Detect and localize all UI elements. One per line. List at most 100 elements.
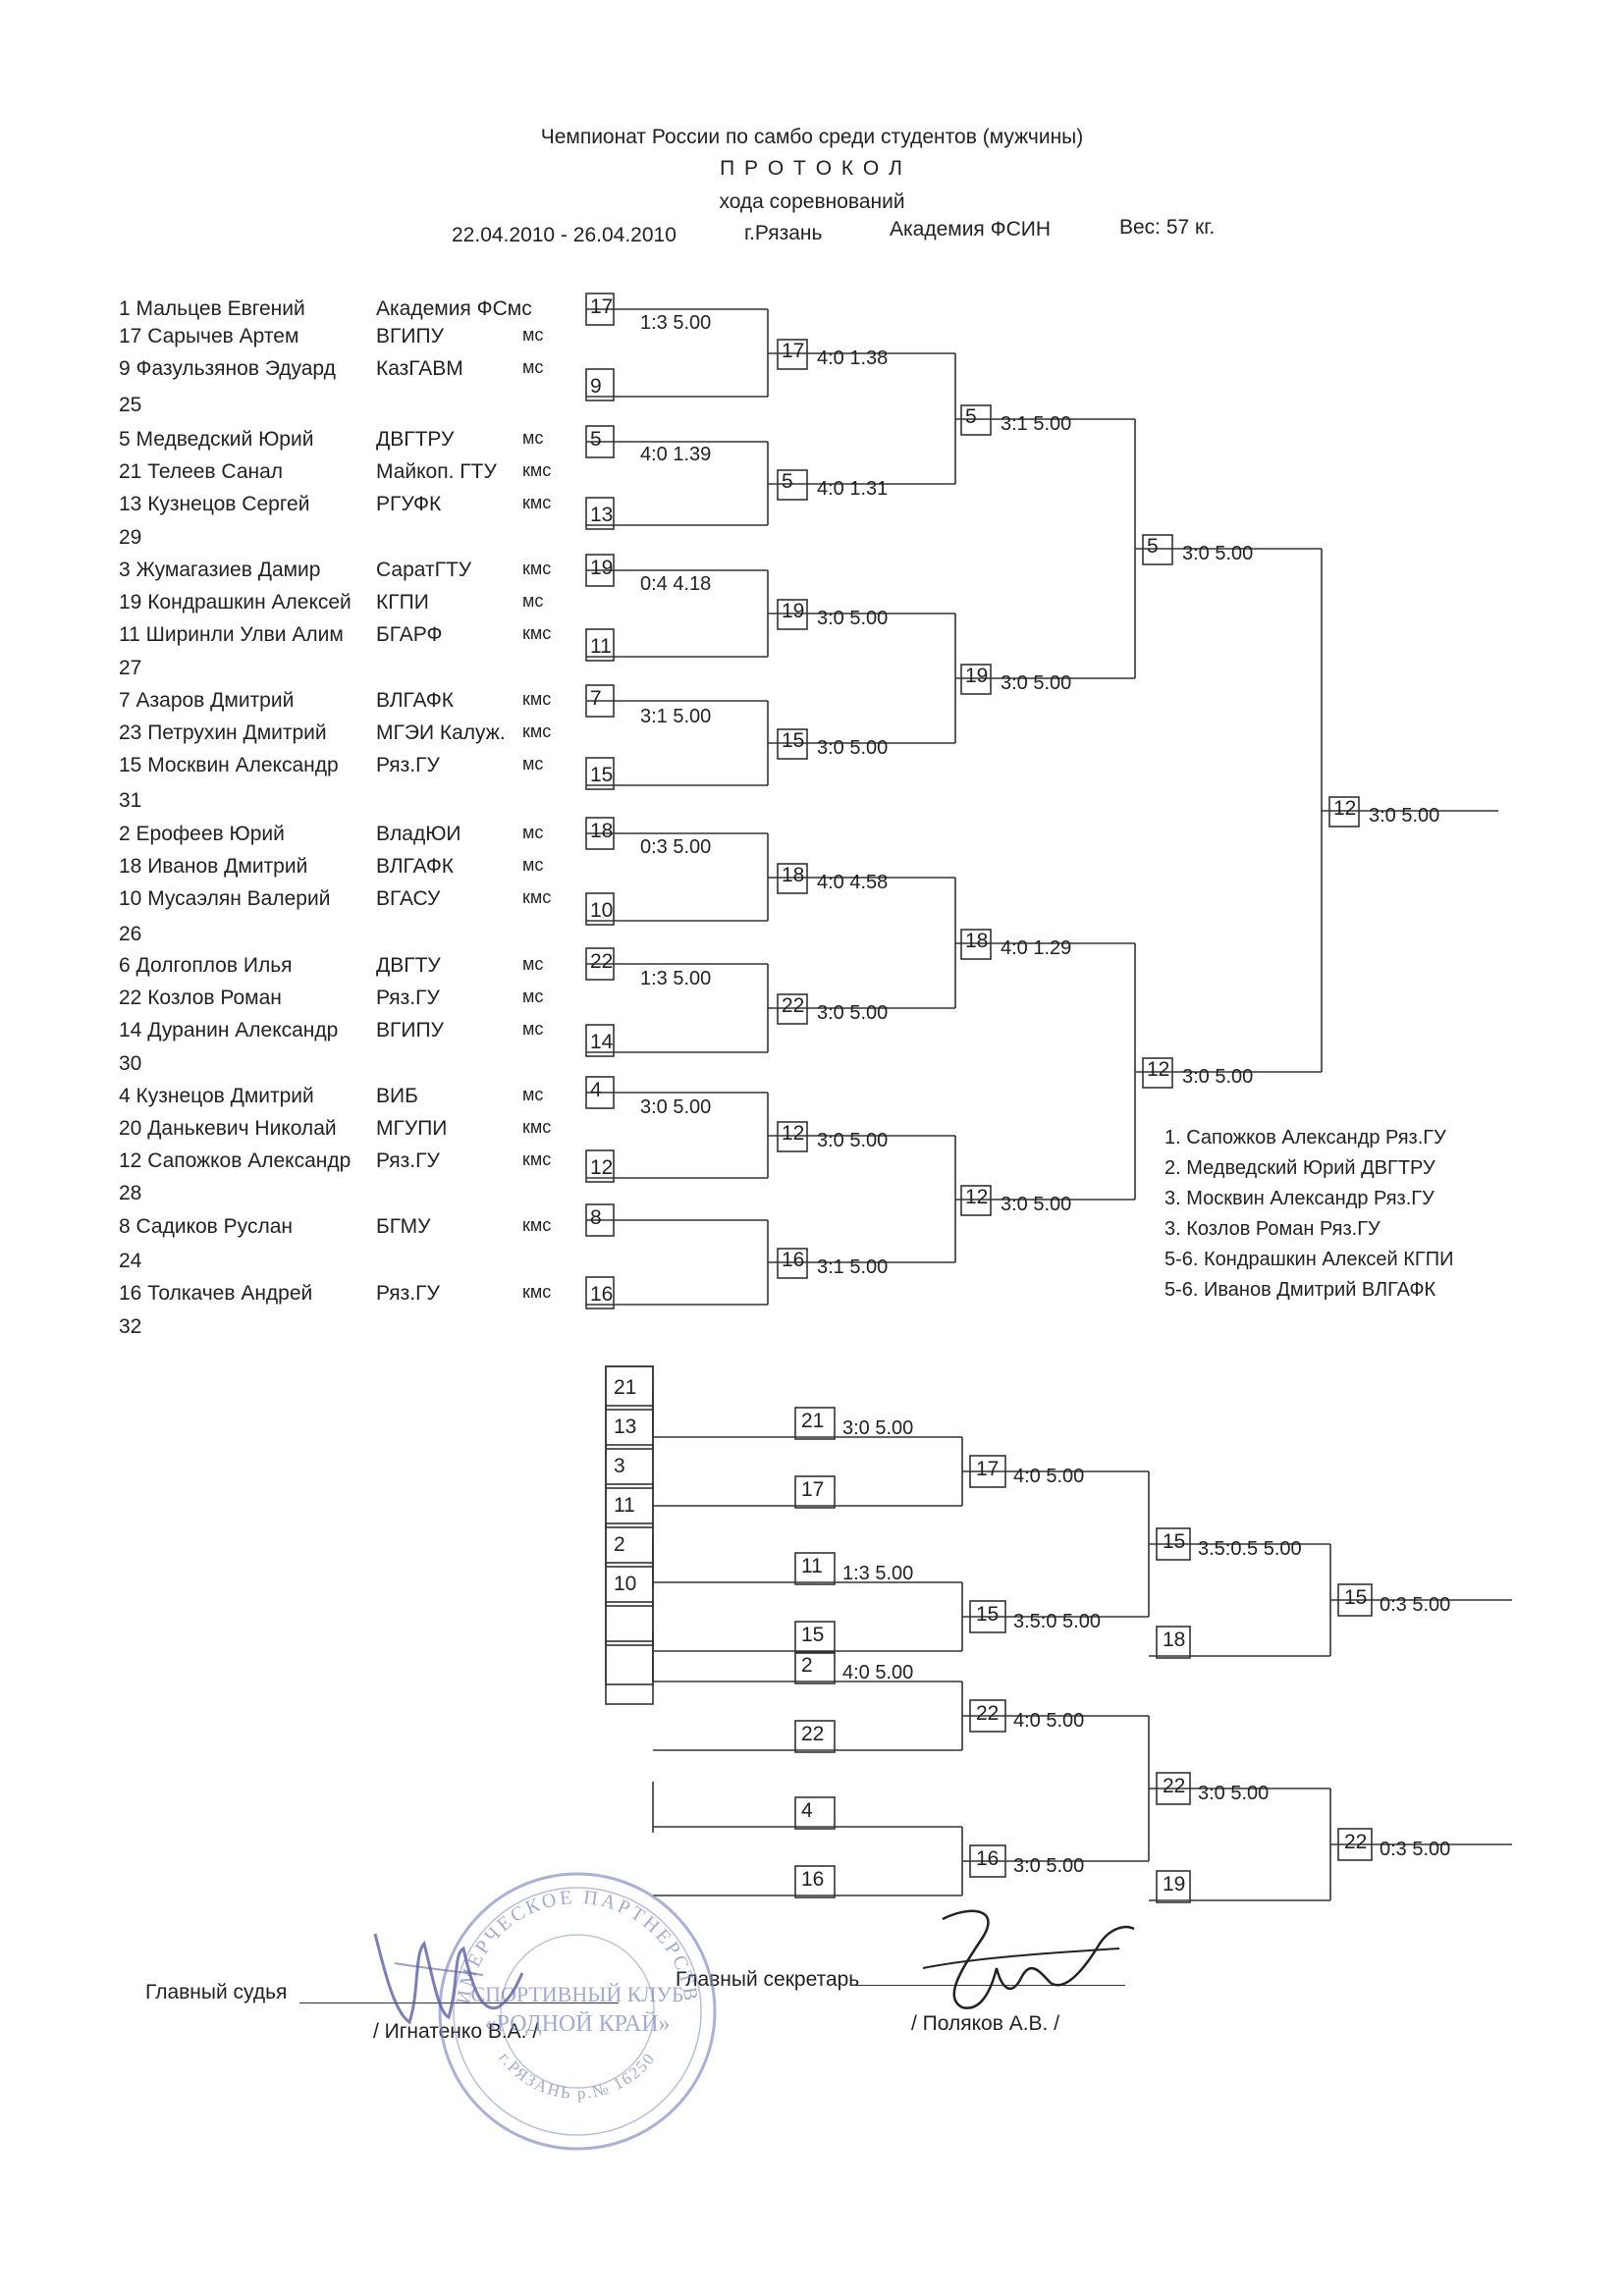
athlete-club: ВГИПУ — [376, 1019, 444, 1041]
athlete-club: Ряз.ГУ — [376, 1149, 440, 1172]
athlete-club: ВЛГАФК — [376, 689, 455, 712]
athlete-name: 2 Ерофеев Юрий — [119, 823, 285, 845]
athlete-name: 25 — [119, 394, 142, 416]
repechage-box — [794, 1552, 836, 1585]
event-city: г.Рязань — [744, 222, 823, 244]
athlete-name: 12 Сапожков Александр — [119, 1149, 352, 1172]
repechage-seed: 15 — [801, 1624, 825, 1646]
repechage-final-score: 0:3 5.00 — [1380, 1594, 1451, 1616]
winner-number: 12 — [782, 1122, 805, 1145]
winner-box — [1142, 534, 1173, 565]
athlete-name: 28 — [119, 1182, 142, 1204]
repechage-seed: 21 — [801, 1410, 825, 1432]
repechage-seed: 18 — [1163, 1629, 1186, 1651]
bout-score: 3:0 5.00 — [1001, 1194, 1072, 1215]
repechage-score: 4:0 5.00 — [1013, 1710, 1085, 1732]
athlete-name: 23 Петрухин Дмитрий — [119, 721, 327, 744]
bout-score: 4:0 1.29 — [1001, 937, 1072, 959]
repechage-box — [794, 1796, 836, 1830]
athlete-rank: кмс — [522, 721, 552, 741]
champion-box — [1328, 796, 1360, 828]
seed-number-a: 19 — [590, 557, 614, 579]
winner-number: 5 — [965, 405, 977, 428]
seed-number-a: 18 — [590, 820, 614, 842]
athlete-rank: мс — [522, 987, 544, 1006]
seed-box — [585, 628, 615, 662]
athlete-name: 7 Азаров Дмитрий — [119, 689, 295, 712]
athlete-club: БГМУ — [376, 1215, 431, 1238]
athlete-club: ВЛГАФК — [376, 855, 455, 878]
athlete-rank: кмс — [522, 460, 552, 480]
seed-box — [585, 368, 615, 401]
repechage-score: 3:0 5.00 — [1198, 1783, 1270, 1804]
weight-class: Вес: 57 кг. — [1119, 216, 1216, 239]
athlete-name: 17 Сарычев Артем — [119, 325, 299, 347]
bout-score: 4:0 1.39 — [640, 444, 712, 465]
athlete-club: ВладЮИ — [376, 823, 461, 845]
winner-box — [777, 469, 808, 501]
bout-score: 4:0 1.38 — [817, 347, 889, 369]
bout-score: 0:3 5.00 — [640, 836, 712, 858]
chief-secretary-line — [852, 1985, 1125, 1986]
repechage-box — [794, 1720, 836, 1753]
athlete-name: 19 Кондрашкин Алексей — [119, 591, 352, 614]
seed-number-a: 17 — [590, 295, 614, 318]
bout-score: 3:0 5.00 — [817, 608, 889, 629]
athlete-club: СаратГТУ — [376, 559, 472, 581]
seed-number-b: 16 — [590, 1283, 614, 1306]
athlete-name: 16 Толкачев Андрей — [119, 1282, 313, 1305]
repechage-final-seed: 22 — [1344, 1831, 1368, 1853]
placing-row: 3. Козлов Роман Ряз.ГУ — [1164, 1218, 1380, 1240]
repechage-score: 1:3 5.00 — [842, 1563, 914, 1584]
seed-number-b: 14 — [590, 1031, 614, 1053]
repechage-box — [1156, 1870, 1191, 1903]
svg-text:г.РЯЗАНЬ р.№ 16250: г.РЯЗАНЬ р.№ 16250 — [495, 2049, 659, 2103]
chief-secretary-label: Главный секретарь — [676, 1968, 860, 1991]
athlete-club: Ряз.ГУ — [376, 754, 440, 776]
athlete-name: 14 Дуранин Александр — [119, 1019, 339, 1041]
athlete-rank: мс — [522, 954, 544, 974]
athlete-name: 9 Фазульзянов Эдуард — [119, 357, 336, 380]
repechage-column — [605, 1365, 654, 1705]
repechage-box — [794, 1651, 836, 1684]
seed-box — [585, 1024, 615, 1057]
seed-number-a: 22 — [590, 950, 614, 973]
winner-box — [777, 339, 808, 370]
athlete-rank: мс — [522, 855, 544, 875]
repechage-cell — [605, 1601, 654, 1646]
athlete-rank: кмс — [522, 559, 552, 578]
winner-box — [960, 404, 992, 436]
seed-number-b: 9 — [590, 375, 602, 398]
bout-score: 3:1 5.00 — [1001, 413, 1072, 435]
repechage-score: 3.5:0.5 5.00 — [1198, 1538, 1302, 1560]
winner-box — [960, 664, 992, 695]
athlete-club: ВГАСУ — [376, 887, 441, 910]
athlete-name: 10 Мусаэлян Валерий — [119, 887, 331, 910]
bout-score: 3:0 5.00 — [817, 1130, 889, 1151]
repechage-seed: 4 — [801, 1799, 813, 1822]
bout-score: 1:3 5.00 — [640, 968, 712, 989]
repechage-seed: 3 — [614, 1455, 625, 1477]
winner-number: 12 — [965, 1186, 989, 1208]
repechage-box — [1156, 1626, 1191, 1659]
athlete-name: 8 Садиков Руслан — [119, 1215, 293, 1238]
athlete-rank: мс — [522, 1085, 544, 1104]
winner-number: 17 — [782, 340, 805, 362]
stamp-center-text: «РОДНОЙ КРАЙ» — [484, 2011, 670, 2037]
winner-box — [777, 728, 808, 760]
athlete-rank: мс — [522, 428, 544, 448]
athlete-club: Майкоп. ГТУ — [376, 460, 497, 483]
winner-box — [960, 929, 992, 960]
repechage-box — [794, 1865, 836, 1898]
repechage-final-score: 0:3 5.00 — [1380, 1839, 1451, 1860]
winner-number: 5 — [1147, 535, 1159, 558]
athlete-name: 6 Долгоплов Илья — [119, 954, 293, 977]
winner-box — [777, 1121, 808, 1152]
winner-box — [1142, 1057, 1173, 1089]
athlete-rank: мс — [522, 357, 544, 377]
athlete-rank: кмс — [522, 623, 552, 643]
repechage-seed: 11 — [801, 1555, 823, 1577]
placing-row: 5-6. Иванов Дмитрий ВЛГАФК — [1164, 1279, 1436, 1301]
winner-box — [777, 599, 808, 630]
bout-score: 0:4 4.18 — [640, 573, 712, 595]
